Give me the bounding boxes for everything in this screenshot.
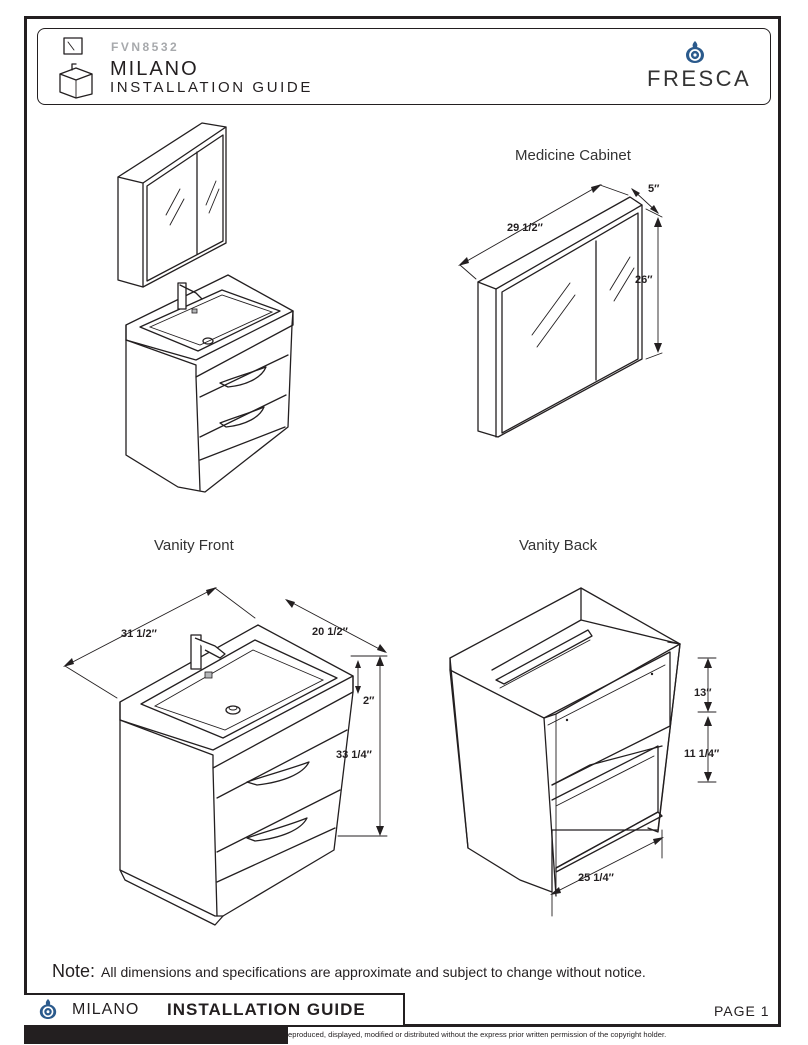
note-text: All dimensions and specifications are ap… (101, 964, 646, 980)
header-panel (37, 28, 771, 105)
document-title: INSTALLATION GUIDE (110, 79, 313, 96)
copyright-notice: eproduced, displayed, modified or distri… (288, 1030, 667, 1039)
vanity-front-drawing: 31 1/2″ 20 1/2″ 2″ 33 1/4″ (63, 587, 388, 926)
vanity-top-thickness-label: 2″ (363, 695, 375, 707)
cabinet-depth-label: 5″ (648, 183, 660, 195)
brand-name: FRESCA (647, 66, 752, 91)
vanity-height-label: 33 1/4″ (336, 749, 373, 761)
vanity-back-title: Vanity Back (519, 537, 598, 554)
series-name: MILANO (110, 58, 199, 80)
vanity-back-drawing: 13″ 11 1/4″ 25 1/4″ (449, 587, 720, 917)
back-upper-opening-label: 13″ (694, 687, 712, 699)
medicine-cabinet-drawing: 29 1/2″ 5″ 26″ (458, 183, 663, 438)
cabinet-width-label: 29 1/2″ (507, 222, 544, 234)
fresca-logo-icon (686, 41, 704, 63)
footer-bar (24, 1027, 288, 1044)
vanity-depth-label: 20 1/2″ (312, 626, 349, 638)
footer-series: MILANO (72, 1001, 140, 1018)
vanity-width-label: 31 1/2″ (121, 628, 158, 640)
page-number: PAGE 1 (714, 1003, 770, 1019)
medicine-cabinet-title: Medicine Cabinet (515, 147, 631, 164)
back-width-label: 25 1/4″ (578, 872, 615, 884)
model-number: FVN8532 (111, 40, 180, 54)
disclaimer-note: Note: All dimensions and specifications a… (52, 961, 646, 982)
back-lower-opening-label: 11 1/4″ (684, 748, 720, 760)
footer-fresca-logo-icon (39, 999, 57, 1019)
product-overview-illustration (117, 122, 294, 493)
footer-title-box (24, 993, 405, 1027)
note-label: Note: (52, 961, 96, 981)
header-thumbnail (59, 37, 93, 99)
vanity-front-title: Vanity Front (154, 537, 234, 554)
cabinet-height-label: 26″ (635, 274, 653, 286)
footer-title: INSTALLATION GUIDE (167, 1000, 366, 1019)
